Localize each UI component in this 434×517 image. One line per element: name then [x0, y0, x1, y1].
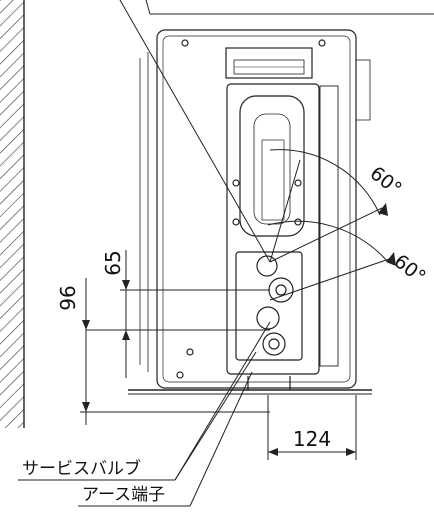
- service-valve-label: サービスバルブ: [22, 458, 141, 479]
- earth-terminal-label: アース端子: [82, 485, 165, 505]
- angle-arcs: [267, 149, 396, 301]
- dimension-65: 65: [101, 250, 125, 275]
- callout-leaders: [18, 321, 271, 507]
- top-leader-lines: [119, 0, 434, 263]
- angle-upper: 60°: [366, 162, 406, 200]
- base-plate: [128, 389, 372, 395]
- dimension-124: 124: [293, 427, 331, 451]
- wall: [0, 0, 25, 428]
- dimension-lines: [80, 250, 357, 460]
- dimension-96: 96: [56, 285, 80, 310]
- angle-lower: 60°: [390, 250, 430, 288]
- outdoor-unit: [139, 29, 371, 390]
